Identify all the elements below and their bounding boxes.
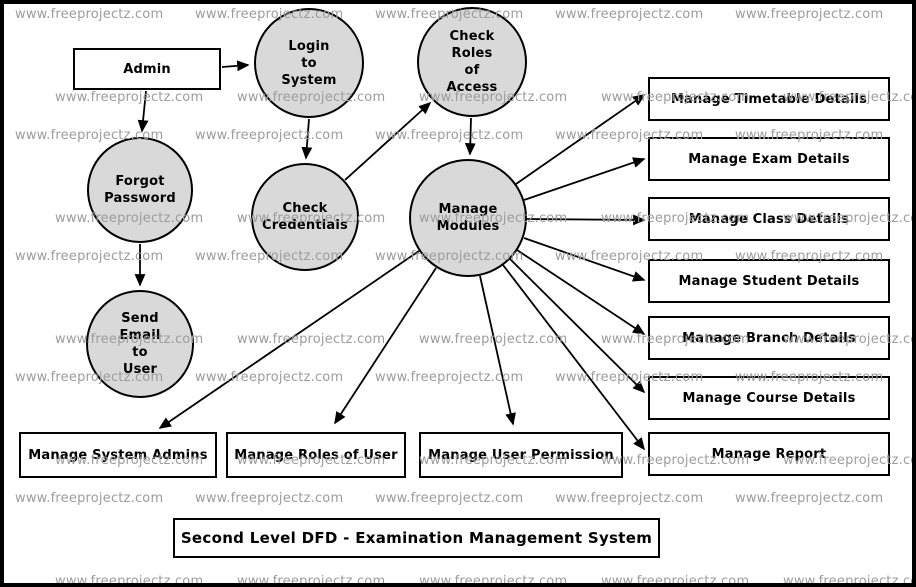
arrow-login-to-check-credentials [301,118,313,160]
arrow-check-roles-to-manage-modules [464,117,476,156]
store-timetable-label: Manage Timetable Details [670,91,868,107]
entity-admin: Admin [73,48,221,90]
store-manage-user-permission: Manage User Permission [419,432,623,478]
store-course-label: Manage Course Details [682,390,856,406]
diagram-title-box: Second Level DFD - Examination Managemen… [173,518,660,558]
arrow-modules-to-report [502,264,645,451]
store-student-label: Manage Student Details [678,273,860,289]
store-manage-branch-details: Manage Branch Details [648,316,890,360]
process-login-to-system: Login to System [254,8,364,118]
process-check-roles-of-access: Check Roles of Access [417,7,527,117]
process-send-email-to-user: Send Email to User [86,290,194,398]
process-check-credentials: Check Credentials [251,163,359,271]
store-roles-of-user-label: Manage Roles of User [234,447,398,463]
arrow-modules-to-course [509,258,646,394]
store-user-permission-label: Manage User Permission [428,447,614,463]
process-forgot-password: Forgot Password [87,137,193,243]
store-manage-timetable-details: Manage Timetable Details [648,77,890,121]
arrow-check-credentials-to-check-roles [344,101,432,181]
process-send-email-label: Send Email to User [119,311,161,377]
store-manage-system-admins: Manage System Admins [19,432,217,478]
store-manage-student-details: Manage Student Details [648,259,890,303]
arrow-modules-to-roles-of-user [334,267,437,425]
store-system-admins-label: Manage System Admins [28,447,208,463]
process-login-label: Login to System [281,38,337,88]
arrow-admin-to-login [221,60,250,72]
entity-admin-label: Admin [123,61,171,77]
process-manage-modules: Manage Modules [409,159,527,277]
process-check-roles-label: Check Roles of Access [446,29,498,95]
arrow-modules-to-exam [523,157,646,201]
arrow-admin-to-forgot-password [137,90,149,133]
process-manage-modules-label: Manage Modules [436,202,500,234]
process-check-credentials-label: Check Credentials [262,201,348,233]
arrow-modules-to-user-permission [479,275,516,426]
arrow-modules-to-system-admins [158,250,420,429]
store-report-label: Manage Report [711,446,827,462]
arrow-modules-to-class [526,214,646,226]
process-forgot-password-label: Forgot Password [104,174,176,206]
store-branch-label: Manage Branch Details [682,330,856,346]
store-manage-class-details: Manage Class Details [648,197,890,241]
store-manage-roles-of-user: Manage Roles of User [226,432,406,478]
diagram-title: Second Level DFD - Examination Managemen… [180,528,653,547]
store-manage-exam-details: Manage Exam Details [648,137,890,181]
arrow-modules-to-branch [516,249,646,335]
store-manage-course-details: Manage Course Details [648,376,890,420]
store-exam-label: Manage Exam Details [688,151,850,167]
arrow-modules-to-student [523,237,646,282]
store-manage-report: Manage Report [648,432,890,476]
store-class-label: Manage Class Details [688,211,850,227]
arrow-modules-to-timetable [515,94,646,185]
